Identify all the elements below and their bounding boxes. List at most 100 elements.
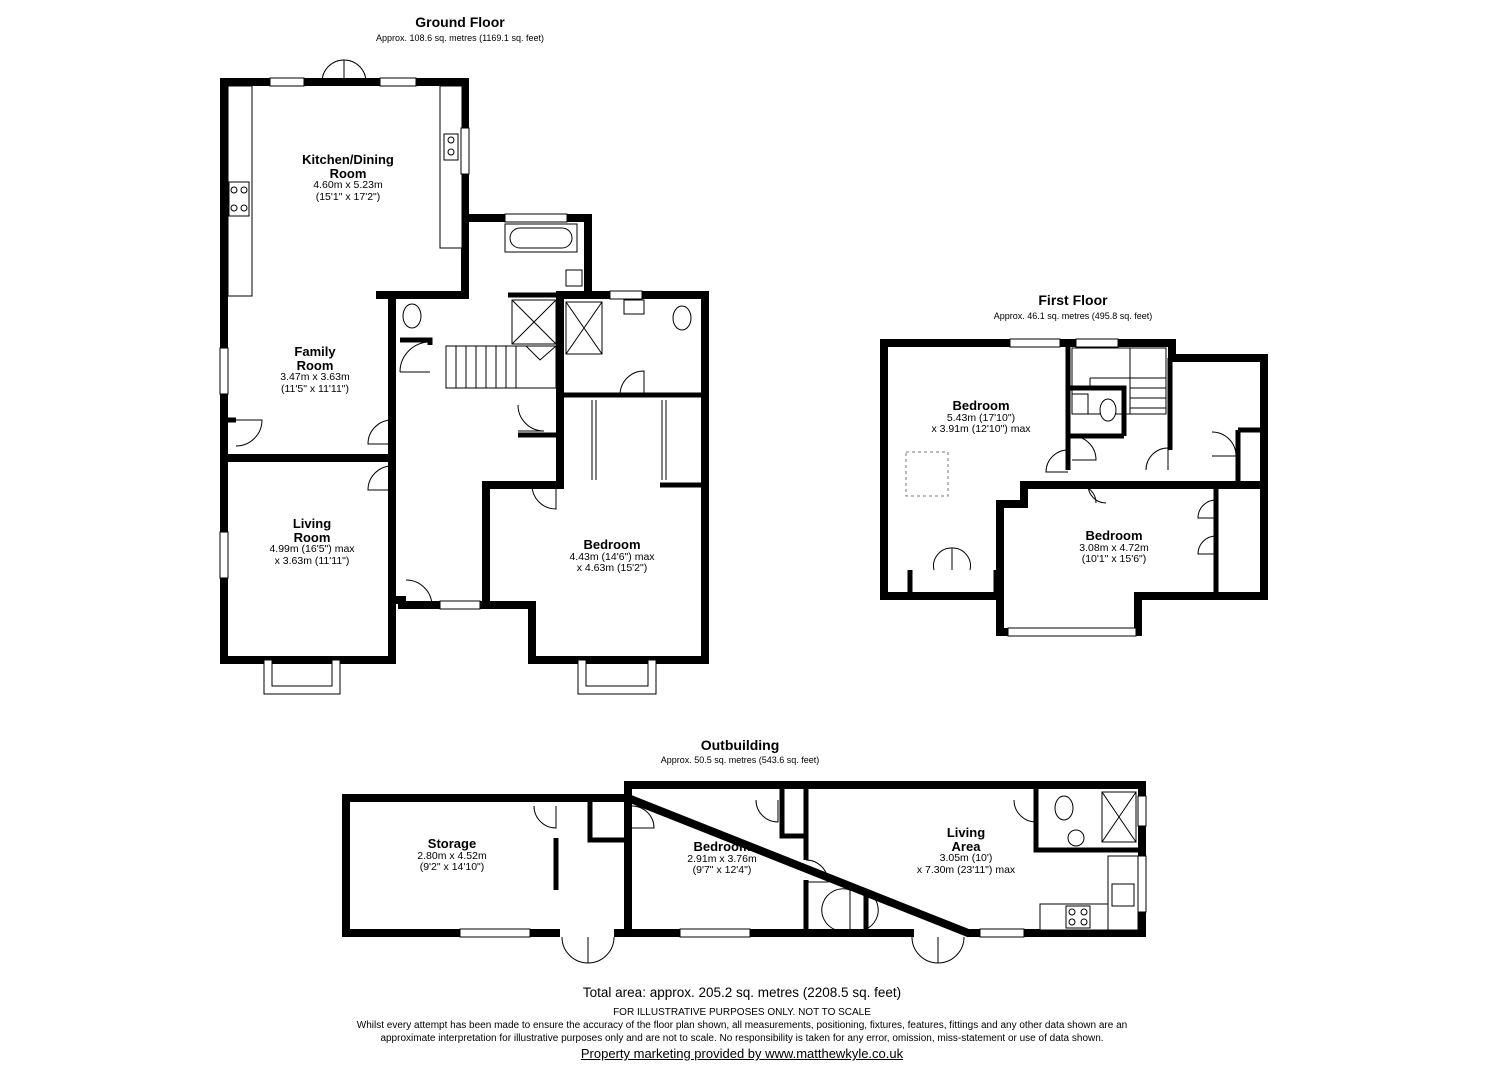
door-arc — [631, 805, 655, 829]
room-label-ground-bedroom: Bedroom 4.43m (14'6") max x 4.63m (15'2"… — [540, 538, 684, 575]
first-floor-area: Approx. 46.1 sq. metres (495.8 sq. feet) — [993, 311, 1153, 321]
basin-icon — [1071, 393, 1089, 415]
ground-stairs — [445, 345, 557, 389]
room-name: Bedroom — [693, 839, 751, 854]
door-arc — [1145, 447, 1169, 471]
bay-window — [577, 659, 657, 695]
door-arc — [1197, 499, 1217, 555]
room-label-first-bedroom-2: Bedroom 3.08m x 4.72m (10'1" x 15'6") — [1044, 529, 1184, 566]
room-dimensions: 2.91m x 3.76m (9'7" x 12'4") — [687, 852, 757, 877]
room-dimensions: 3.47m x 3.63m (11'5" x 11'11") — [280, 371, 350, 396]
room-label-family: Family Room 3.47m x 3.63m (11'5" x 11'11… — [248, 345, 382, 396]
room-name: Kitchen/Dining Room — [302, 152, 394, 181]
sink-icon — [1111, 883, 1135, 907]
room-label-living-area: Living Area 3.05m (10') x 7.30m (23'11")… — [896, 826, 1036, 877]
sink-icon — [443, 133, 459, 161]
door-arc — [531, 484, 557, 510]
window — [439, 600, 481, 610]
door-arc — [755, 799, 779, 823]
room-name: Bedroom — [583, 537, 641, 552]
door-arc — [517, 404, 545, 432]
window — [219, 347, 229, 395]
bay-window — [263, 659, 341, 695]
room-name: Storage — [427, 836, 477, 851]
ground-floor-area: Approx. 108.6 sq. metres (1169.1 sq. fee… — [376, 33, 544, 43]
room-label-kitchen-dining: Kitchen/Dining Room 4.60m x 5.23m (15'1"… — [268, 153, 428, 204]
window — [1007, 627, 1137, 637]
door-arc — [1071, 435, 1097, 461]
room-label-storage: Storage 2.80m x 4.52m (9'2" x 14'10") — [390, 837, 514, 874]
illustrative-notice: FOR ILLUSTRATIVE PURPOSES ONLY. NOT TO S… — [613, 1007, 871, 1018]
door-arc — [1013, 799, 1037, 823]
room-name: Living Room — [292, 516, 332, 545]
toilet-icon — [672, 305, 692, 331]
ground-floor-plan — [219, 59, 709, 695]
hob-icon — [1065, 905, 1091, 929]
first-floor-title: First Floor — [1038, 292, 1108, 308]
door-arc — [1077, 484, 1107, 504]
door-arc — [821, 888, 879, 931]
outbuilding-plan — [342, 781, 1147, 964]
first-stairs — [1071, 347, 1167, 415]
door-arc — [399, 341, 431, 373]
window — [269, 77, 305, 87]
french-doors — [321, 59, 367, 83]
french-doors — [561, 936, 615, 964]
roof-window — [905, 451, 949, 497]
toilet-icon — [402, 303, 422, 329]
door-arc — [619, 370, 645, 396]
room-name: Family Room — [294, 344, 336, 373]
door-arc — [367, 465, 393, 491]
room-name: Bedroom — [1085, 528, 1143, 543]
room-dimensions: 2.80m x 4.52m (9'2" x 14'10") — [417, 849, 487, 874]
window — [679, 928, 751, 938]
window — [609, 290, 643, 300]
basin-icon — [623, 299, 645, 315]
window — [1009, 338, 1061, 348]
room-label-first-bedroom-1: Bedroom 5.43m (17'10") x 3.91m (12'10") … — [906, 399, 1056, 436]
window — [1137, 795, 1147, 827]
room-dimensions: 3.08m x 4.72m (10'1" x 15'6") — [1079, 541, 1149, 566]
room-dimensions: 5.43m (17'10") x 3.91m (12'10") max — [931, 411, 1031, 436]
basin-icon — [1067, 829, 1085, 847]
window — [979, 928, 1025, 938]
french-doors — [911, 936, 965, 964]
door-arc — [933, 547, 971, 571]
disclaimer-line-2: approximate interpretation for illustrat… — [380, 1033, 1104, 1044]
basin-icon — [565, 269, 583, 287]
marketing-credit-link[interactable]: Property marketing provided by www.matth… — [580, 1046, 904, 1061]
room-dimensions: 4.99m (16'5") max x 3.63m (11'11") — [269, 543, 355, 568]
window — [379, 77, 417, 87]
room-name: Bedroom — [952, 398, 1010, 413]
window — [504, 213, 568, 223]
ground-floor-title: Ground Floor — [415, 14, 505, 30]
room-label-living: Living Room 4.99m (16'5") max x 3.63m (1… — [242, 517, 382, 568]
door-arc — [235, 419, 263, 447]
door-arc — [533, 805, 557, 829]
shower-icon — [511, 299, 603, 355]
toilet-icon — [1099, 398, 1117, 422]
total-area: Total area: approx. 205.2 sq. metres (22… — [582, 985, 902, 1000]
room-dimensions: 4.60m x 5.23m (15'1" x 17'2") — [313, 179, 383, 204]
bath-icon — [504, 223, 578, 253]
door-arc — [367, 419, 393, 445]
hob-icon — [228, 181, 250, 217]
room-name: Living Area — [946, 825, 986, 854]
window — [1137, 855, 1147, 913]
room-dimensions: 3.05m (10') x 7.30m (23'11") max — [916, 852, 1016, 877]
outbuilding-title: Outbuilding — [700, 737, 780, 753]
kitchen-worktop-right — [439, 85, 463, 249]
window — [459, 928, 531, 938]
door-arc — [405, 579, 433, 607]
shower-icon — [1101, 791, 1137, 843]
disclaimer-line-1: Whilst every attempt has been made to en… — [356, 1020, 1128, 1031]
door-arc — [805, 859, 829, 883]
window — [219, 531, 229, 579]
window — [460, 127, 470, 175]
toilet-icon — [1054, 795, 1074, 821]
outbuilding-area: Approx. 50.5 sq. metres (543.6 sq. feet) — [660, 755, 820, 765]
door-arc — [1211, 431, 1237, 457]
room-dimensions: 4.43m (14'6") max x 4.63m (15'2") — [569, 550, 655, 575]
door-arc — [1045, 449, 1069, 473]
